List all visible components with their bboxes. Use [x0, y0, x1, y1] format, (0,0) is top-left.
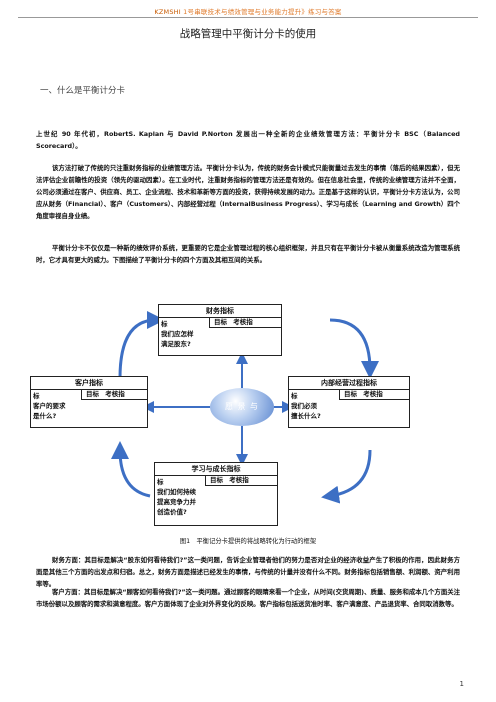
page-number: 1 [459, 680, 464, 688]
paragraph-intro: 上世纪 90 年代初，RobertS. Kaplan 与 David P.Nor… [36, 130, 460, 150]
header-text: 1号串联技术与绩效管理与业务能力提升》练习与答案 [183, 8, 342, 16]
figure-caption: 图1 平衡记分卡提供的将战略转化为行动的框架 [179, 538, 317, 545]
arrow-internal-learning [321, 449, 372, 504]
col-indicator: 考核指 [363, 390, 383, 398]
bsc-diagram: 财务指标 目标 考核指 标 我们应怎样 满足股东? 客户指标 目标 考核指 标 … [30, 300, 470, 532]
col-indicator: 考核指 [233, 318, 253, 326]
box-customer-columns: 目标 考核指 [81, 389, 147, 400]
box-learning-columns: 目标 考核指 [205, 475, 277, 486]
box-internal-title: 内部经营过程指标 [289, 377, 409, 390]
header-rule [18, 17, 478, 18]
arrow-finance-internal [329, 318, 379, 379]
box-internal-body: 标 我们必须 擅长什么? [291, 392, 321, 420]
document-title: 战略管理中平衡计分卡的使用 [179, 28, 317, 40]
col-target: 目标 [210, 476, 223, 484]
box-customer-title: 客户指标 [31, 377, 147, 390]
paragraph-framework: 平衡计分卡不仅仅是一种新的绩效评价系统，更重要的它是企业管理过程的核心组织框架，… [36, 244, 460, 264]
col-target: 目标 [86, 390, 99, 398]
col-indicator: 考核指 [229, 476, 249, 484]
box-learning-title: 学习与成长指标 [155, 463, 277, 476]
box-finance-body: 标 我们应怎样 满足股东? [161, 320, 194, 348]
paragraph-financial: 财务方面：其目标是解决“股东如何看待我们?”这一类问题，告诉企业管理者他们的努力… [36, 556, 460, 588]
arrow-customer-finance [118, 311, 165, 379]
box-internal: 内部经营过程指标 目标 考核指 标 我们必须 擅长什么? [288, 376, 410, 428]
paragraph-method: 该方法打破了传统的只注重财务指标的业绩管理方法。平衡计分卡认为，传统的财务会计模… [36, 164, 460, 220]
box-learning: 学习与成长指标 目标 考核指 标 我们如何持续 提高竞争力并 创造价值? [154, 462, 278, 526]
box-customer: 客户指标 目标 考核指 标 客户的要求 是什么? [30, 376, 148, 428]
box-learning-body: 标 我们如何持续 提高竞争力并 创造价值? [157, 478, 196, 516]
col-target: 目标 [214, 318, 227, 326]
page-header: KZMSHI 1号串联技术与绩效管理与业务能力提升》练习与答案 [0, 6, 496, 16]
diagram-arrows [111, 311, 379, 504]
vision-ellipse: 愿 景 与 [210, 388, 274, 426]
box-finance: 财务指标 目标 考核指 标 我们应怎样 满足股东? [158, 304, 282, 356]
box-finance-title: 财务指标 [159, 305, 281, 318]
box-internal-columns: 目标 考核指 [339, 389, 409, 400]
box-customer-body: 标 客户的要求 是什么? [33, 392, 66, 420]
arrow-learning-customer [111, 441, 151, 498]
box-finance-columns: 目标 考核指 [209, 317, 281, 328]
section-heading: 一、什么是平衡计分卡 [40, 86, 126, 96]
col-target: 目标 [344, 390, 357, 398]
header-brand: KZMSHI [154, 8, 181, 16]
col-indicator: 考核指 [105, 390, 125, 398]
paragraph-customer: 客户方面：其目标是解决“顾客如何看待我们?”这一类问题。通过顾客的眼睛来看一个企… [36, 588, 460, 608]
